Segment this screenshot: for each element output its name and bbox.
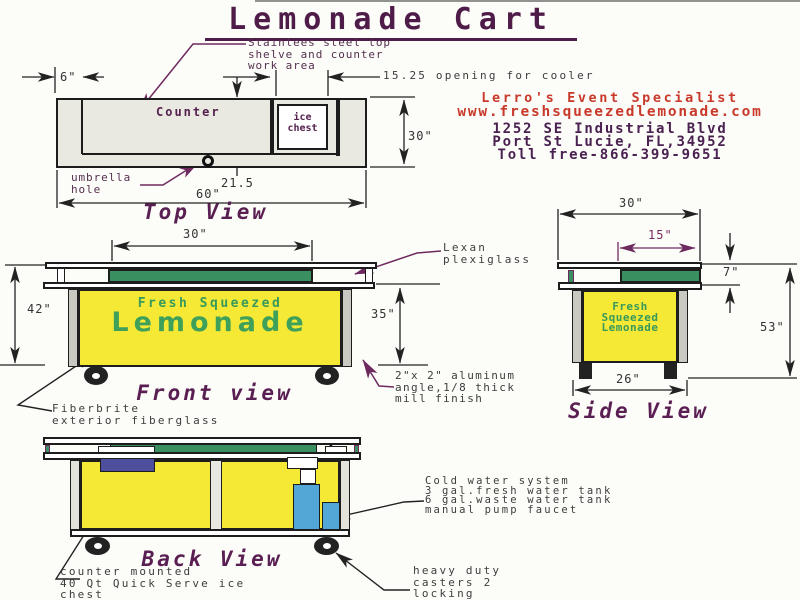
counter-label: Counter	[156, 105, 221, 119]
dim-front-edge: 6"	[60, 70, 77, 84]
side-sign-line1: Fresh	[612, 300, 648, 313]
top-view-opening-right-line	[336, 99, 340, 156]
side-leg-right	[678, 290, 688, 363]
back-wheel-left-hub	[93, 543, 102, 549]
side-foot-right	[664, 363, 677, 379]
front-sign-panel	[78, 289, 342, 367]
note-casters: heavy duty casters 2 locking	[413, 564, 502, 600]
side-foot-left	[579, 363, 592, 379]
address-line-1: 1252 SE Industrial Blvd	[492, 121, 728, 137]
umbrella-hole-circle	[202, 155, 214, 167]
dim-front-body-height: 35"	[371, 307, 396, 321]
front-leg-left	[68, 289, 78, 367]
back-wheel-right	[314, 537, 339, 555]
dim-side-counter: 7"	[723, 265, 740, 279]
back-post-right	[340, 460, 350, 530]
side-lexan-sign-strip	[620, 269, 701, 283]
side-sign-line3: Lemonade	[601, 321, 659, 334]
dim-opening-note: 15.25 opening for cooler	[383, 69, 595, 82]
front-counter-shelf	[43, 282, 375, 289]
side-counter-shelf	[558, 282, 702, 290]
ice-chest-box: ice chest	[277, 104, 328, 150]
back-center-divider	[210, 460, 222, 530]
back-base-rail	[70, 529, 350, 537]
phone-number: Toll free-866-399-9651	[497, 147, 723, 163]
ice-chest-label-line2: chest	[287, 123, 318, 134]
faucet-pillar	[300, 469, 316, 484]
dim-side-depth: 30"	[619, 196, 644, 210]
address-line-2: Port St Lucie, FL,34952	[492, 134, 728, 150]
note-umbrella-hole: umbrella hole	[71, 171, 132, 196]
back-post-left	[70, 460, 80, 530]
top-view-front-edge-line	[81, 99, 83, 154]
dim-front-shelf-width: 30"	[183, 227, 208, 241]
note-lexan: Lexan plexiglass	[443, 241, 532, 266]
top-view-counter-back-line	[82, 153, 338, 155]
note-aluminum-frame: 2"x 2" aluminum angle,1/8 thick mill fin…	[395, 369, 516, 405]
side-view-shelf-dimension	[617, 242, 696, 261]
note-stainless-shelf: Stainlees steel top shelve and counter w…	[248, 36, 391, 72]
ice-chest-label-line1: ice	[293, 112, 312, 123]
side-top-shelf	[557, 262, 702, 269]
side-view-label: Side View	[568, 399, 709, 423]
side-sign-text: Fresh Squeezed Lemonade	[582, 300, 678, 334]
back-view-label: Back View	[141, 547, 283, 571]
front-lexan-sign-strip	[108, 269, 313, 283]
company-name: Lerro's Event Specialist	[481, 90, 739, 106]
front-top-shelf	[45, 262, 377, 269]
company-website: www.freshsqueezedlemonade.com	[457, 104, 763, 120]
dim-counter-depth: 21.5	[221, 176, 254, 190]
back-wheel-right-hub	[322, 543, 331, 549]
back-wheel-left	[85, 537, 110, 555]
front-wheel-left-hub	[92, 372, 100, 379]
side-leg-left	[572, 290, 582, 363]
note-fiberglass: Fiberbrite exterior fiberglass	[52, 402, 220, 427]
dim-side-base: 26"	[616, 372, 641, 386]
dim-side-height: 53"	[760, 320, 785, 334]
top-view-opening-left-line	[270, 99, 274, 154]
note-counter-ice-chest: counter mounted 40 Qt Quick Serve ice ch…	[60, 565, 246, 600]
front-wheel-right	[315, 366, 339, 385]
front-sign-line1: Fresh Squeezed	[137, 296, 283, 311]
page-title: Lemonade Cart	[205, 2, 577, 41]
fresh-water-tank	[293, 484, 320, 530]
note-cold-water-system: Cold water system 3 gal.fresh water tank…	[425, 475, 613, 516]
waste-water-tank	[322, 502, 340, 530]
dim-length: 60"	[196, 187, 221, 201]
dim-front-total-height: 42"	[27, 302, 52, 316]
side-sign-panel	[582, 290, 678, 363]
front-view-label: Front view	[136, 381, 293, 405]
front-wheel-right-hub	[323, 372, 331, 379]
dim-depth: 30"	[408, 129, 433, 143]
front-wheel-left	[84, 366, 108, 385]
front-leg-right	[342, 289, 352, 367]
side-sign-line2: Squeezed	[601, 310, 659, 324]
sink-box	[287, 457, 318, 469]
top-view-label: Top View	[142, 200, 269, 224]
front-sign-line2: Lemonade	[111, 307, 309, 338]
back-counter-shelf	[43, 452, 361, 460]
scan-edge-artifact	[255, 0, 800, 2]
dim-side-shelf: 15"	[648, 228, 673, 242]
ice-chest-mounted-box	[100, 458, 155, 472]
